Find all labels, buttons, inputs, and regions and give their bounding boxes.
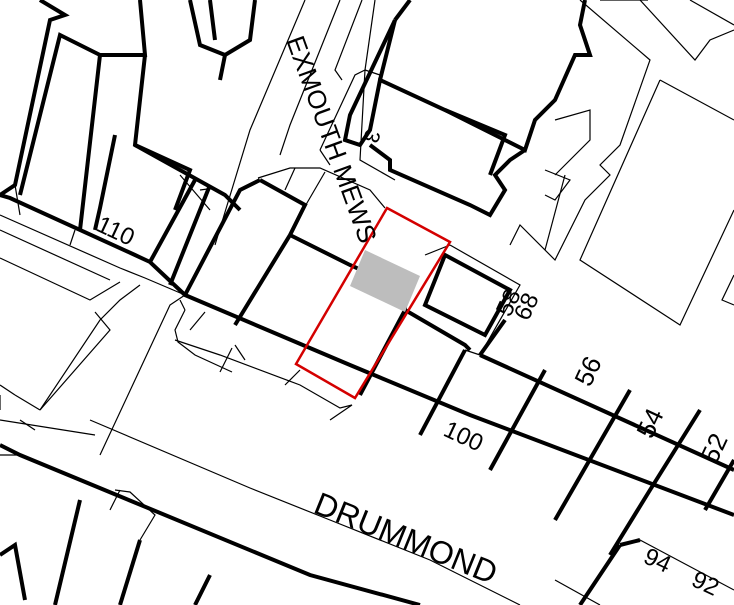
highlighted-area <box>350 250 420 312</box>
site-boundary <box>294 206 452 400</box>
